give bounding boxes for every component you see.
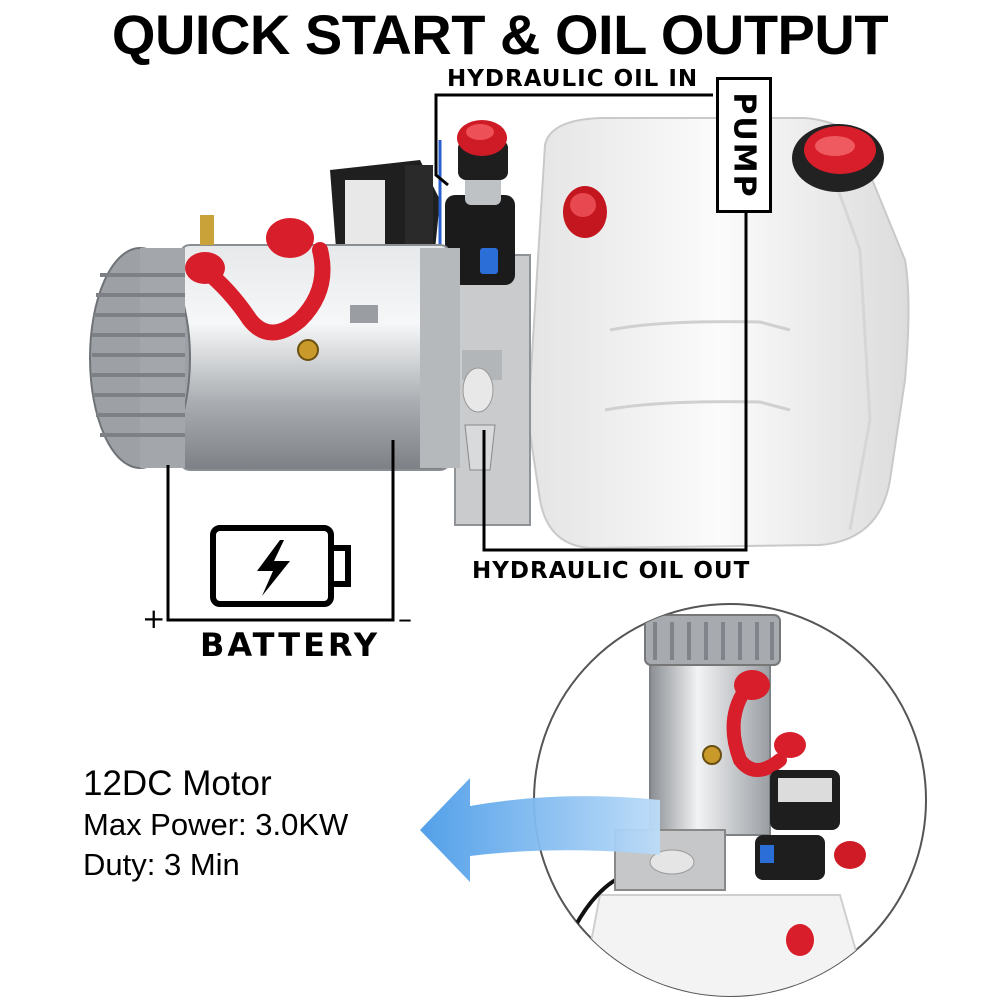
oil-in-line: [434, 93, 713, 187]
battery-charging-icon: [210, 525, 351, 607]
oil-tank: [526, 117, 910, 550]
pump-label-box: [716, 77, 772, 213]
leader-lines: [166, 93, 748, 622]
oil-out-line: [482, 213, 748, 552]
page-title: QUICK START & OIL OUTPUT: [111, 3, 889, 66]
power-cable: [197, 242, 331, 341]
negative-terminal-label: –: [398, 602, 412, 635]
battery-label: BATTERY: [200, 626, 380, 664]
motor-type: 12DC Motor: [83, 764, 272, 803]
battery-wires: [166, 440, 395, 622]
main-pump-unit: [89, 117, 910, 550]
max-power: Max Power: 3.0KW: [83, 807, 349, 842]
positive-terminal-label: +: [142, 602, 166, 635]
blue-arrow-icon: [420, 778, 660, 882]
inset-view: [533, 603, 927, 997]
motor-specs: 12DC Motor Max Power: 3.0KW Duty: 3 Min: [83, 763, 348, 885]
pump-label-wrap: PUMP: [716, 77, 772, 213]
duty-cycle: Duty: 3 Min: [83, 847, 240, 882]
hydraulic-oil-out-label: HYDRAULIC OIL OUT: [472, 558, 751, 584]
hydraulic-oil-in-label: HYDRAULIC OIL IN: [447, 66, 699, 92]
pump-label: PUMP: [726, 91, 762, 199]
